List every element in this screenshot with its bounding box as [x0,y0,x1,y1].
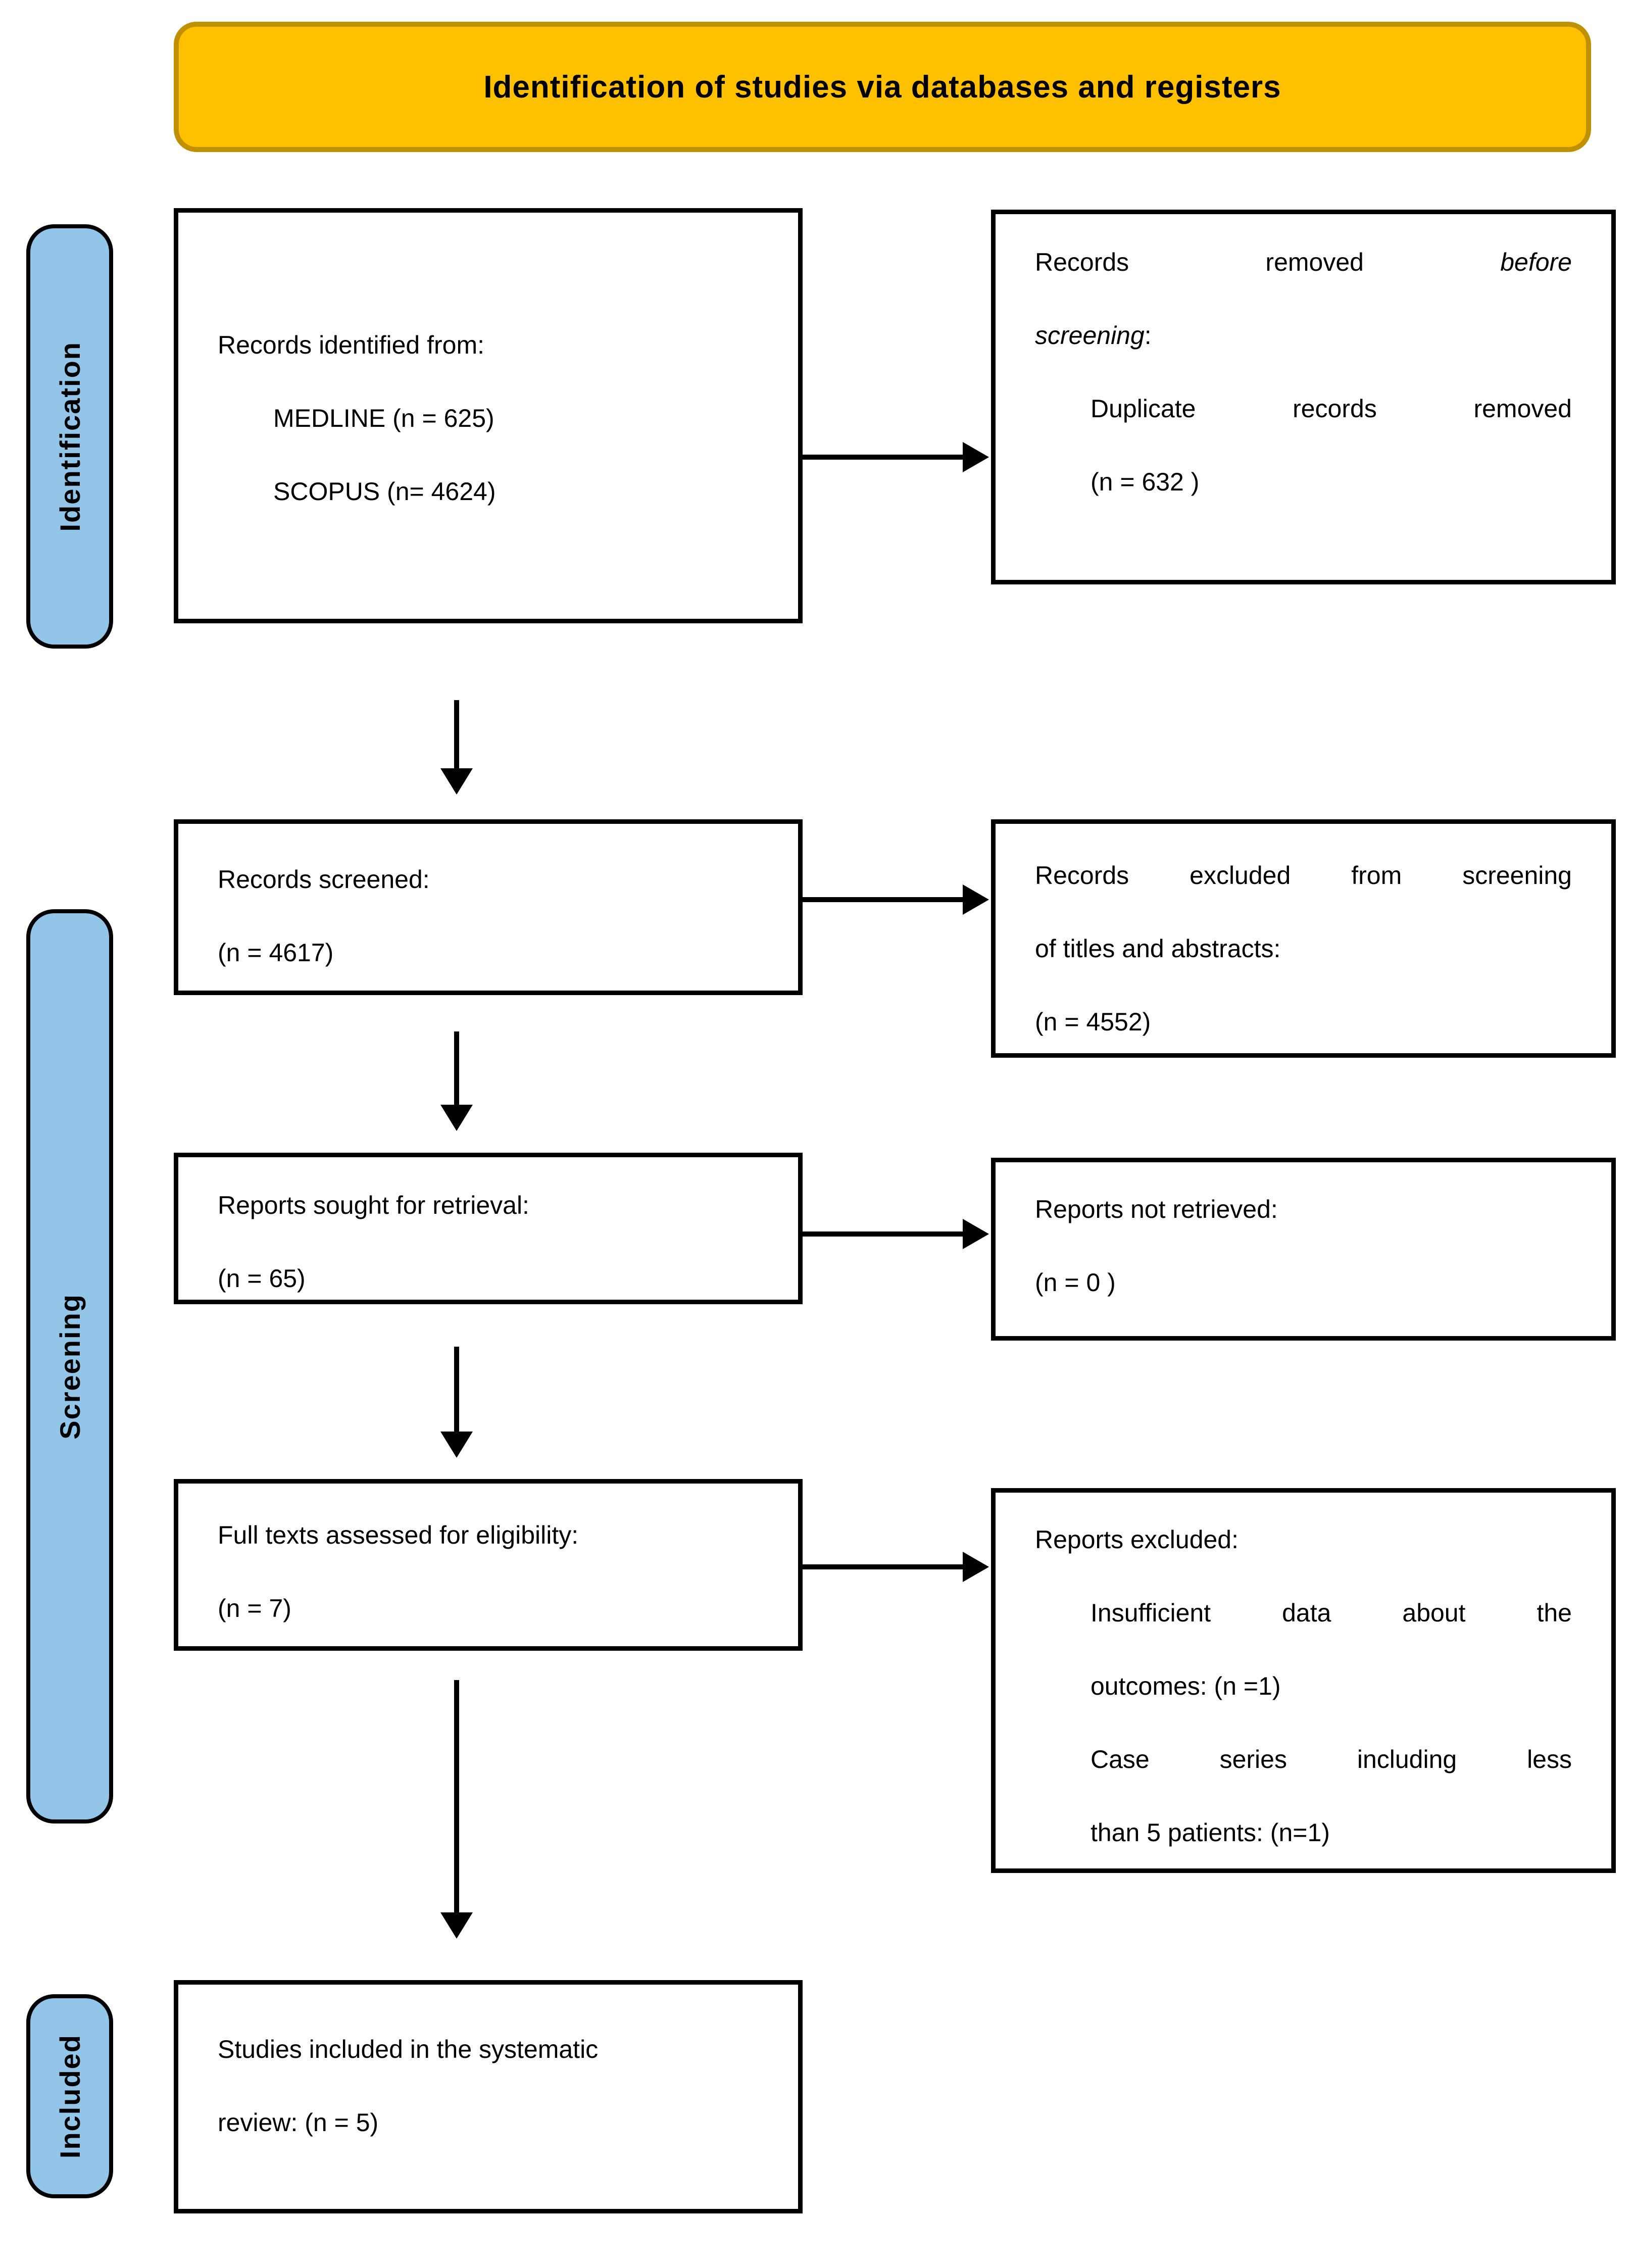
text-line: Reports excluded: [1035,1525,1239,1554]
stage-screening: Screening [26,909,113,1823]
arrow-down-2 [440,1031,473,1131]
box-records-screened: Records screened: (n = 4617) [174,819,803,995]
arrow-down-4 [440,1680,473,1939]
banner: Identification of studies via databases … [174,22,1591,152]
box-full-texts-assessed: Full texts assessed for eligibility: (n … [174,1479,803,1651]
arrow-down-3 [440,1347,473,1458]
stage-identification-label: Identification [54,341,86,532]
text-line: Reports not retrieved: [1035,1195,1278,1223]
arrow-right-3 [802,1219,989,1249]
text-line: (n = 4552) [1035,1008,1151,1036]
box-studies-included: Studies included in the systematic revie… [174,1980,803,2213]
text-line: (n = 7) [218,1594,291,1622]
box-records-identified: Records identified from: MEDLINE (n = 62… [174,208,803,623]
text-line: than 5 patients: (n=1) [1091,1818,1330,1847]
text-line: Duplicate records removed [1091,395,1572,423]
stage-included-label: Included [54,2034,86,2159]
banner-title: Identification of studies via databases … [483,69,1281,105]
stage-screening-label: Screening [54,1293,86,1440]
text-line: Studies included in the systematic [218,2035,599,2063]
text-line: Records excluded from screening [1035,861,1572,890]
arrow-right-1 [802,442,989,472]
text-line: review: (n = 5) [218,2108,379,2137]
arrow-down-1 [440,700,473,795]
box-records-removed: Records removed before screening: Duplic… [991,210,1616,584]
box-reports-excluded: Reports excluded: Insufficient data abou… [991,1488,1616,1873]
italic-text-segment: before [1500,248,1572,276]
text-line: Insufficient data about the [1091,1599,1572,1627]
text-line: Records removed before [1035,226,1572,299]
stage-identification: Identification [26,224,113,649]
text-line: MEDLINE (n = 625) [273,404,494,432]
text-line: Records identified from: [218,331,485,359]
text-line: Reports sought for retrieval: [218,1191,529,1219]
text-line: (n = 0 ) [1035,1268,1116,1297]
text-line: SCOPUS (n= 4624) [273,477,496,506]
box-records-excluded: Records excluded from screening of title… [991,819,1616,1058]
italic-text-segment: screening [1035,321,1145,350]
text-line: Records screened: [218,865,430,894]
arrow-right-2 [802,884,989,915]
text-line: (n = 65) [218,1264,306,1293]
text-line: (n = 4617) [218,939,334,967]
box-reports-not-retrieved: Reports not retrieved: (n = 0 ) [991,1158,1616,1341]
text-line: Full texts assessed for eligibility: [218,1521,579,1549]
box-reports-sought: Reports sought for retrieval: (n = 65) [174,1153,803,1304]
text-line: Case series including less [1091,1745,1572,1773]
text-line: (n = 632 ) [1091,468,1200,496]
arrow-right-4 [802,1552,989,1582]
text-line: of titles and abstracts: [1035,934,1281,963]
stage-included: Included [26,1994,113,2198]
text-segment: Records removed [1035,248,1364,276]
text-line: screening: [1035,299,1572,372]
text-segment: : [1144,321,1152,350]
text-line: outcomes: (n =1) [1091,1672,1281,1700]
